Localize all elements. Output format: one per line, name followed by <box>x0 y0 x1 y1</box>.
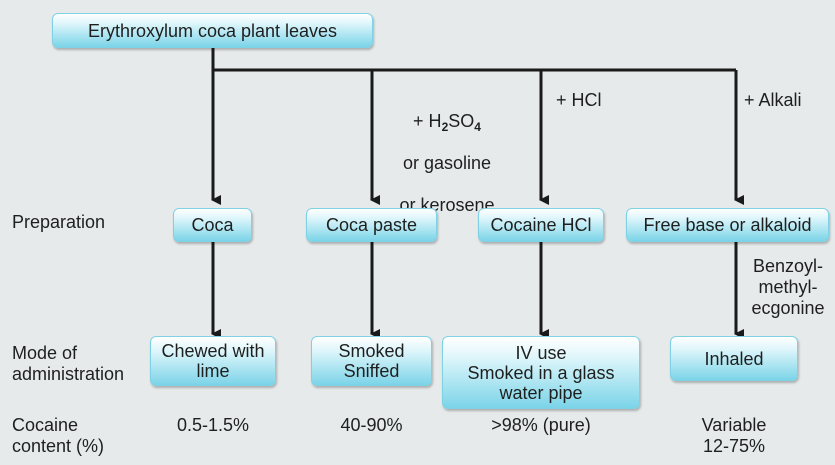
row-label-content: Cocaine content (%) <box>12 415 105 456</box>
note-benzoylmethylecgonine: Benzoyl- methyl- ecgonine <box>751 256 825 318</box>
content-cocaine-hcl: >98% (pure) <box>491 415 591 435</box>
reagent-paste-line1: + H2SO4 <box>413 111 481 134</box>
content-free-base: Variable 12-75% <box>701 415 767 456</box>
prep-box-coca-paste: Coca paste <box>306 208 437 242</box>
content-coca: 0.5-1.5% <box>176 415 250 435</box>
prep-box-free-base: Free base or alkaloid <box>626 208 829 242</box>
source-box: Erythroxylum coca plant leaves <box>52 13 373 48</box>
content-coca-paste: 40-90% <box>340 415 403 435</box>
mode-box-smoked-sniffed: Smoked Sniffed <box>311 336 432 386</box>
mode-box-chewed: Chewed with lime <box>150 336 276 386</box>
prep-box-cocaine-hcl: Cocaine HCl <box>478 208 604 242</box>
reagent-paste-line2: or gasoline <box>402 153 492 173</box>
mode-box-inhaled: Inhaled <box>670 336 798 381</box>
row-label-mode: Mode of administration <box>12 343 125 384</box>
reagent-paste: + H2SO4 or gasoline or kerosene <box>372 90 522 237</box>
mode-box-iv-use: IV use Smoked in a glass water pipe <box>442 336 640 409</box>
source-label: Erythroxylum coca plant leaves <box>87 20 338 41</box>
prep-box-coca: Coca <box>173 208 252 242</box>
reagent-alkali: + Alkali <box>744 90 802 110</box>
reagent-hcl: + HCl <box>556 90 602 110</box>
row-label-preparation: Preparation <box>12 212 106 232</box>
